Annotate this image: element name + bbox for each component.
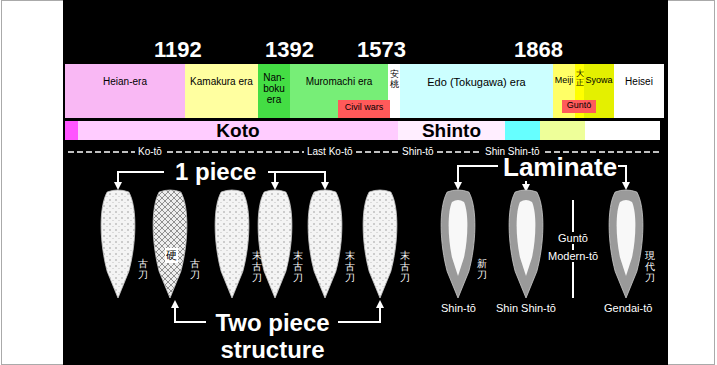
caption-text: Last Ko-tō — [304, 146, 356, 157]
era-band: Heisei — [614, 64, 664, 118]
era-name: Heisei — [625, 76, 653, 87]
era-name: Meiji — [555, 76, 574, 86]
caption-text: 1192 — [154, 37, 202, 63]
band — [540, 121, 585, 140]
blade-label: 現代刀 — [645, 250, 655, 283]
blade-section — [153, 190, 187, 298]
blade-label: 古刀 — [190, 258, 200, 280]
blade-label: 新刀 — [477, 258, 487, 280]
blade-label: 古刀 — [138, 258, 148, 280]
band — [505, 121, 540, 140]
caption-text: Shin-tō — [441, 302, 476, 314]
caption-text: Shin Shin-tō — [496, 302, 556, 314]
band — [65, 121, 78, 140]
band — [585, 121, 660, 140]
era-name: Heian-era — [103, 76, 147, 87]
steel-mark: 硬 — [165, 248, 178, 263]
caption-text: Modern-tō — [545, 250, 601, 262]
caption-text: Shin-tō — [399, 146, 437, 157]
caption-text: Laminate — [503, 152, 617, 183]
era-band: Shinto — [398, 121, 505, 140]
era-name: Koto — [216, 121, 259, 140]
blade-section — [215, 190, 249, 298]
era-band: Heian-era — [65, 64, 185, 118]
caption-text: Ko-tō — [135, 146, 165, 157]
era-name: Guntō — [567, 101, 592, 111]
caption-text: 1392 — [265, 37, 314, 63]
blade-label: 末古刀 — [293, 250, 303, 283]
caption-text: 1868 — [514, 37, 563, 63]
caption-text: Two piece structure — [185, 309, 360, 363]
blade-section — [363, 190, 397, 298]
caption-text: Guntō — [555, 232, 591, 244]
blade-core — [517, 200, 536, 276]
era-name: Syowa — [585, 76, 612, 86]
blade-section — [101, 190, 135, 298]
era-name: Edo (Tokugawa) era — [427, 76, 525, 88]
blade-section — [441, 190, 475, 298]
era-band: Nan- boku era — [258, 64, 290, 118]
era-name: 安・桃 — [390, 70, 399, 90]
era-band: Guntō — [562, 100, 596, 113]
era-band: Koto — [78, 121, 398, 140]
blade-section — [258, 190, 292, 298]
era-band: Civil wars — [338, 100, 390, 118]
panel — [63, 0, 668, 365]
blade-core — [449, 200, 468, 276]
era-name: 大正 — [576, 70, 584, 88]
blade-label: 末古刀 — [345, 250, 355, 283]
blade-section — [609, 190, 643, 298]
blade-section — [308, 190, 342, 298]
caption-text: 1 piece — [175, 158, 256, 186]
era-name: Civil wars — [345, 103, 384, 113]
blade-core — [617, 200, 636, 276]
caption-text: 1573 — [357, 37, 406, 63]
era-name: Shinto — [422, 121, 481, 140]
blade-label: 末古刀 — [400, 250, 410, 283]
caption-text: Gendai-tō — [604, 302, 652, 314]
blade-label: 末古刀 — [252, 250, 262, 283]
era-name: Kamakura era — [190, 76, 253, 87]
era-name: Nan- boku era — [258, 72, 290, 105]
blade-section — [509, 190, 543, 298]
era-name: Muromachi era — [306, 76, 373, 87]
arrows — [118, 166, 626, 322]
era-band: Edo (Tokugawa) era — [400, 64, 553, 118]
blade-sections — [101, 190, 643, 298]
era-band: Kamakura era — [185, 64, 258, 118]
